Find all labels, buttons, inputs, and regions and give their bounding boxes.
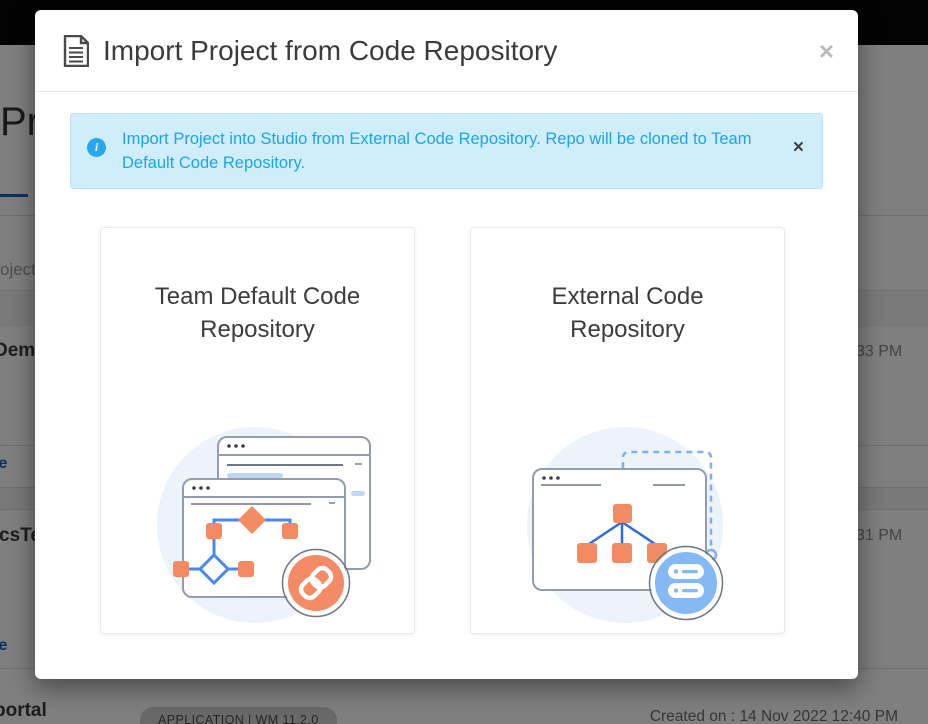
team-default-repo-illustration <box>156 427 371 623</box>
repository-options: Team Default Code Repository <box>35 189 858 634</box>
option-team-default-repo[interactable]: Team Default Code Repository <box>100 227 415 634</box>
option-external-repo[interactable]: External Code Repository <box>470 227 785 634</box>
modal-header: Import Project from Code Repository × <box>35 10 858 92</box>
modal-close-icon[interactable]: × <box>818 36 834 66</box>
external-repo-illustration <box>526 427 723 623</box>
option-label: External Code Repository <box>551 283 704 343</box>
alert-close-icon[interactable]: × <box>792 137 804 158</box>
import-project-modal: Import Project from Code Repository × i … <box>35 10 858 679</box>
option-label: Team Default Code Repository <box>154 283 361 343</box>
info-alert: i Import Project into Studio from Extern… <box>70 113 823 189</box>
info-alert-text: Import Project into Studio from External… <box>122 130 752 172</box>
document-icon <box>63 34 89 67</box>
modal-title: Import Project from Code Repository <box>103 34 558 66</box>
info-icon: i <box>87 138 106 157</box>
